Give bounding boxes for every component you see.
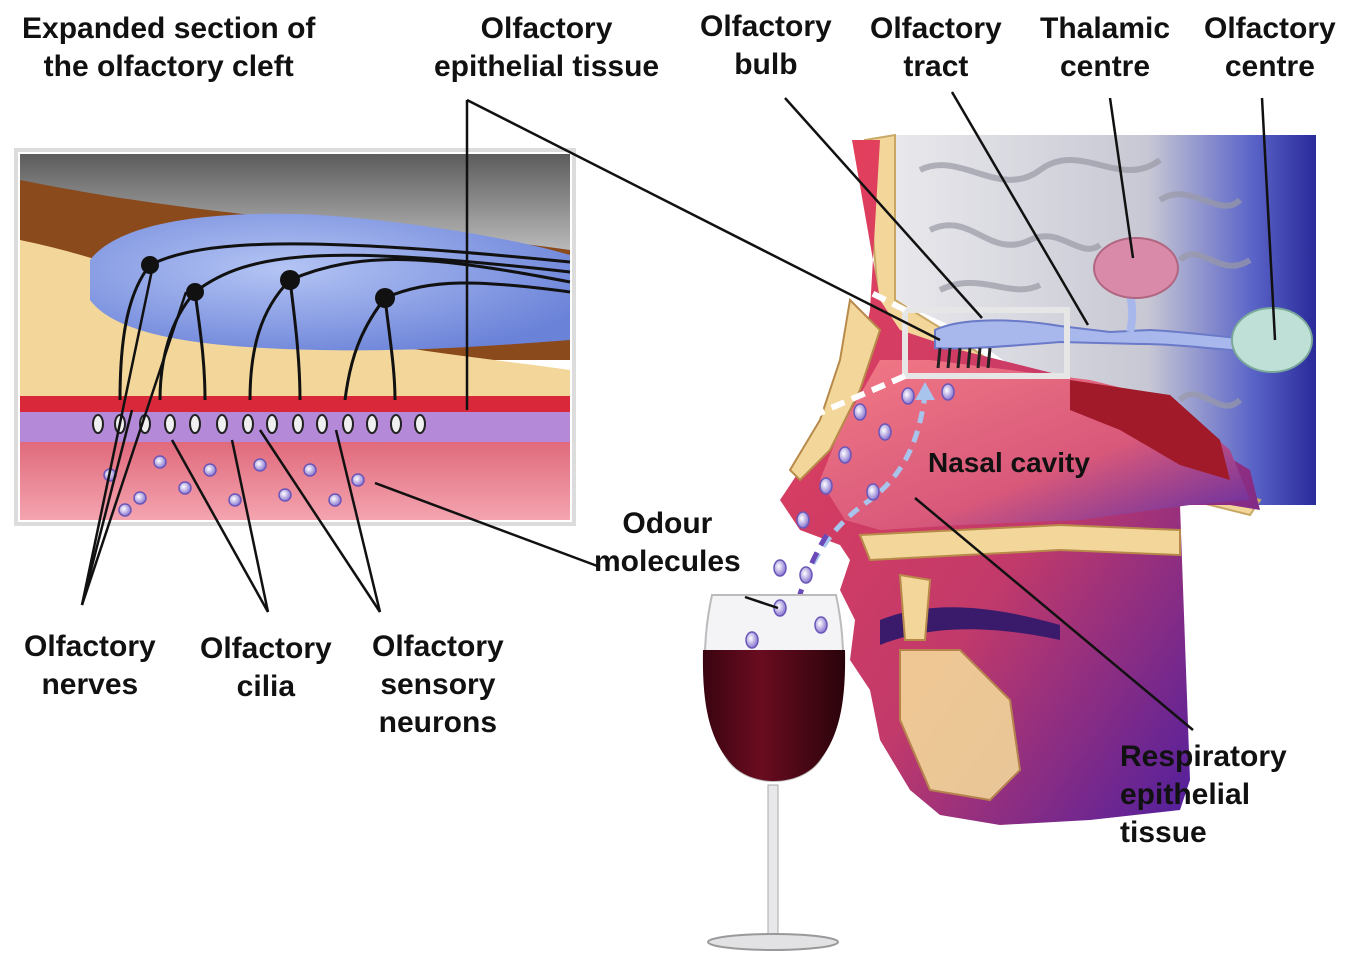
label-olfactory-bulb-line2: bulb [700, 46, 832, 84]
thalamic-centre-shape [1094, 238, 1178, 298]
label-olfactory-tract-line1: Olfactory [870, 10, 1002, 48]
label-sensory-neurons: Olfactory sensory neurons [372, 628, 504, 742]
glass-foot [708, 934, 838, 950]
label-olfactory-centre: Olfactory centre [1204, 10, 1336, 86]
label-respiratory-tissue-line1: Respiratory [1120, 738, 1287, 776]
olfactory-cleft-inset [16, 150, 574, 524]
label-olfactory-nerves: Olfactory nerves [24, 628, 156, 704]
label-sensory-neurons-line2: sensory [372, 666, 504, 704]
label-expanded-section: Expanded section of the olfactory cleft [22, 10, 315, 86]
label-olfactory-cilia-line1: Olfactory [200, 630, 332, 668]
wine-glass [703, 595, 845, 950]
label-epithelial-tissue-line2: epithelial tissue [434, 48, 659, 86]
label-olfactory-nerves-line2: nerves [24, 666, 156, 704]
inset-red-layer [20, 396, 570, 412]
label-olfactory-centre-line1: Olfactory [1204, 10, 1336, 48]
label-olfactory-tract: Olfactory tract [870, 10, 1002, 86]
label-olfactory-cilia: Olfactory cilia [200, 630, 332, 706]
label-thalamic-centre: Thalamic centre [1040, 10, 1170, 86]
label-epithelial-tissue-line1: Olfactory [434, 10, 659, 48]
label-odour-molecules-line2: molecules [594, 543, 741, 581]
glass-stem [768, 785, 778, 935]
label-nasal-cavity: Nasal cavity [928, 444, 1090, 482]
olfactory-centre-shape [1232, 308, 1312, 372]
label-epithelial-tissue: Olfactory epithelial tissue [434, 10, 659, 86]
upper-teeth [900, 575, 930, 640]
label-olfactory-cilia-line2: cilia [200, 668, 332, 706]
label-respiratory-tissue-line3: tissue [1120, 814, 1287, 852]
label-sensory-neurons-line1: Olfactory [372, 628, 504, 666]
label-odour-molecules: Odour molecules [594, 505, 741, 581]
label-nasal-cavity-text: Nasal cavity [928, 444, 1090, 482]
label-respiratory-tissue: Respiratory epithelial tissue [1120, 738, 1287, 852]
label-expanded-section-line2: the olfactory cleft [22, 48, 315, 86]
label-olfactory-nerves-line1: Olfactory [24, 628, 156, 666]
label-olfactory-bulb: Olfactory bulb [700, 8, 832, 84]
label-odour-molecules-line1: Odour [594, 505, 741, 543]
wine-liquid [703, 650, 845, 781]
label-expanded-section-line1: Expanded section of [22, 10, 315, 48]
label-olfactory-centre-line2: centre [1204, 48, 1336, 86]
label-sensory-neurons-line3: neurons [372, 704, 504, 742]
label-thalamic-centre-line1: Thalamic [1040, 10, 1170, 48]
label-olfactory-tract-line2: tract [870, 48, 1002, 86]
label-thalamic-centre-line2: centre [1040, 48, 1170, 86]
label-olfactory-bulb-line1: Olfactory [700, 8, 832, 46]
label-respiratory-tissue-line2: epithelial [1120, 776, 1287, 814]
